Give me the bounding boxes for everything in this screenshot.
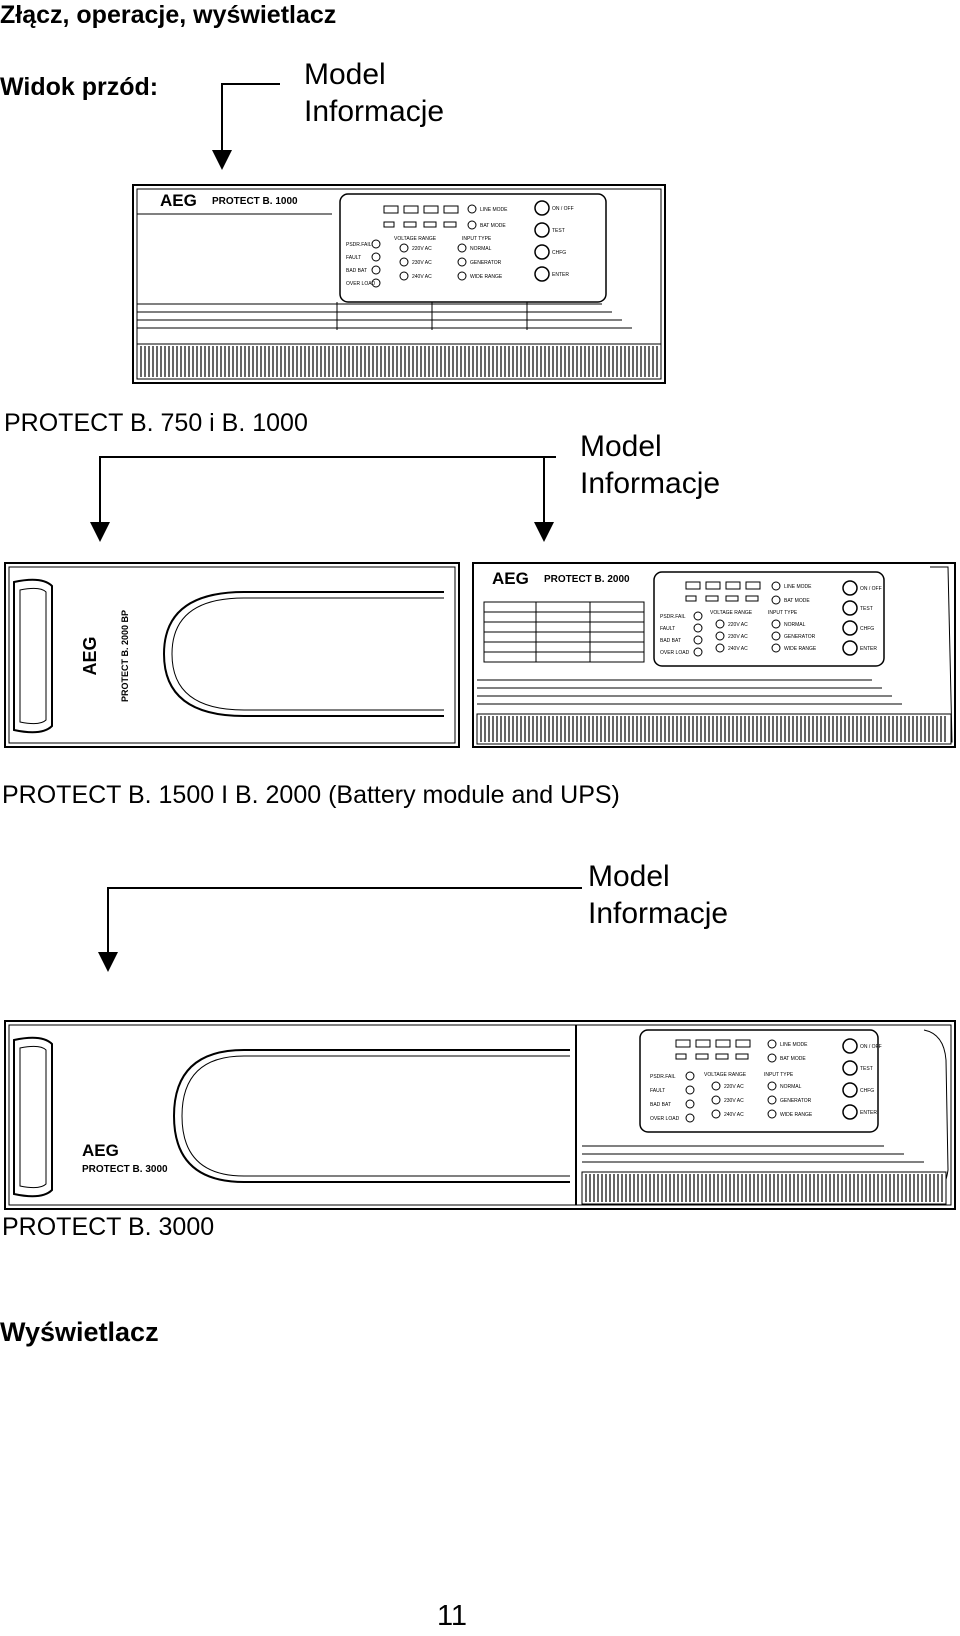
button-label: CHFG xyxy=(860,626,874,632)
caption-b750-b1000: PROTECT B. 750 i B. 1000 xyxy=(4,409,308,437)
arrow-leader xyxy=(212,83,280,170)
mode-label: BAT MODE xyxy=(784,598,810,604)
callout-line: Informacje xyxy=(588,897,729,930)
brand-logo: AEG xyxy=(160,191,197,210)
control-panel: LINE MODE BAT MODE PSDR.FAIL FAULT BAD B… xyxy=(639,1029,882,1133)
voltage-option: 240V AC xyxy=(412,274,432,280)
control-panel: LINE MODE BAT MODE PSDR.FAIL FAULT BAD B… xyxy=(653,571,885,667)
status-led-label: FAULT xyxy=(660,626,675,632)
brand-logo: AEG xyxy=(82,1141,119,1160)
model-label: PROTECT B. 2000 xyxy=(544,574,630,585)
button-label: CHFG xyxy=(860,1088,874,1094)
input-type-option: WIDE RANGE xyxy=(470,274,503,280)
page-number: 11 xyxy=(436,1600,468,1632)
button-label: TEST xyxy=(552,228,565,234)
callout-line: Informacje xyxy=(580,467,721,500)
ups-front-b1000: AEG PROTECT B. 1000 LINE MODE BAT MODE P… xyxy=(132,184,666,384)
ups-front-b3000: AEG PROTECT B. 3000 LINE MODE BAT MODE P… xyxy=(4,1020,956,1210)
voltage-option: 220V AC xyxy=(412,246,432,252)
status-led-label: OVER LOAD xyxy=(650,1116,680,1122)
button-label: TEST xyxy=(860,606,873,612)
front-view-label: Widok przód: xyxy=(0,73,159,101)
input-type-option: NORMAL xyxy=(470,246,492,252)
mode-label: LINE MODE xyxy=(784,584,812,590)
button-label: CHFG xyxy=(552,250,566,256)
front-vents xyxy=(137,302,632,330)
bottom-grille xyxy=(136,343,662,380)
front-vents xyxy=(483,601,645,663)
voltage-option: 230V AC xyxy=(728,634,748,640)
voltage-option: 240V AC xyxy=(728,646,748,652)
voltage-range-label: VOLTAGE RANGE xyxy=(710,610,753,616)
mode-label: LINE MODE xyxy=(480,207,508,213)
status-led-label: OVER LOAD xyxy=(346,281,376,287)
input-type-option: WIDE RANGE xyxy=(780,1112,813,1118)
status-led-label: PSDR.FAIL xyxy=(346,242,372,248)
battery-module-b2000bp: AEG PROTECT B. 2000 BP xyxy=(4,562,460,748)
voltage-option: 240V AC xyxy=(724,1112,744,1118)
voltage-range-label: VOLTAGE RANGE xyxy=(704,1072,747,1078)
status-led-label: OVER LOAD xyxy=(660,650,690,656)
mode-label: BAT MODE xyxy=(780,1056,806,1062)
status-led-label: BAD BAT xyxy=(660,638,681,644)
display-heading: Wyświetlacz xyxy=(0,1317,159,1347)
status-led-label: BAD BAT xyxy=(650,1102,671,1108)
model-label: PROTECT B. 2000 BP xyxy=(120,610,130,702)
voltage-option: 220V AC xyxy=(728,622,748,628)
button-label: TEST xyxy=(860,1066,873,1072)
bottom-grille xyxy=(581,1171,947,1205)
callout-model-info-2: Model Informacje xyxy=(580,428,720,502)
status-led-label: BAD BAT xyxy=(346,268,367,274)
callout-line: Model xyxy=(580,430,662,463)
caption-b3000: PROTECT B. 3000 xyxy=(2,1213,215,1241)
status-led-label: FAULT xyxy=(650,1088,665,1094)
button-label: ENTER xyxy=(860,1110,877,1116)
mode-label: LINE MODE xyxy=(780,1042,808,1048)
callout-line: Model xyxy=(304,58,386,91)
button-label: ON / OFF xyxy=(860,586,882,592)
input-type-option: NORMAL xyxy=(780,1084,802,1090)
model-label: PROTECT B. 3000 xyxy=(82,1164,168,1175)
arrow-leader xyxy=(90,456,556,542)
status-led-label: PSDR.FAIL xyxy=(650,1074,676,1080)
bottom-grille xyxy=(476,713,952,745)
callout-model-info-3: Model Informacje xyxy=(588,858,728,932)
arrow-leader xyxy=(98,887,582,972)
callout-line: Informacje xyxy=(304,95,445,128)
input-type-option: NORMAL xyxy=(784,622,806,628)
input-type-option: GENERATOR xyxy=(470,260,502,266)
ups-front-b2000: AEG PROTECT B. 2000 LINE MODE BAT MODE P… xyxy=(472,562,956,748)
input-type-option: WIDE RANGE xyxy=(784,646,817,652)
voltage-option: 230V AC xyxy=(724,1098,744,1104)
brand-logo: AEG xyxy=(80,636,100,675)
voltage-option: 220V AC xyxy=(724,1084,744,1090)
page-heading: Złącz, operacje, wyświetlacz xyxy=(0,1,337,29)
input-type-label: INPUT TYPE xyxy=(462,236,492,242)
input-type-option: GENERATOR xyxy=(780,1098,812,1104)
control-panel: LINE MODE BAT MODE PSDR.FAIL FAULT BAD B… xyxy=(339,193,607,303)
caption-b1500-b2000: PROTECT B. 1500 I B. 2000 (Battery modul… xyxy=(2,781,620,809)
button-label: ENTER xyxy=(860,646,877,652)
input-type-label: INPUT TYPE xyxy=(764,1072,794,1078)
input-type-option: GENERATOR xyxy=(784,634,816,640)
callout-line: Model xyxy=(588,860,670,893)
voltage-option: 230V AC xyxy=(412,260,432,266)
button-label: ON / OFF xyxy=(860,1044,882,1050)
status-led-label: PSDR.FAIL xyxy=(660,614,686,620)
button-label: ON / OFF xyxy=(552,206,574,212)
input-type-label: INPUT TYPE xyxy=(768,610,798,616)
model-label: PROTECT B. 1000 xyxy=(212,196,298,207)
status-led-label: FAULT xyxy=(346,255,361,261)
mode-label: BAT MODE xyxy=(480,223,506,229)
brand-logo: AEG xyxy=(492,569,529,588)
voltage-range-label: VOLTAGE RANGE xyxy=(394,236,437,242)
callout-model-info-1: Model Informacje xyxy=(304,56,444,130)
button-label: ENTER xyxy=(552,272,569,278)
